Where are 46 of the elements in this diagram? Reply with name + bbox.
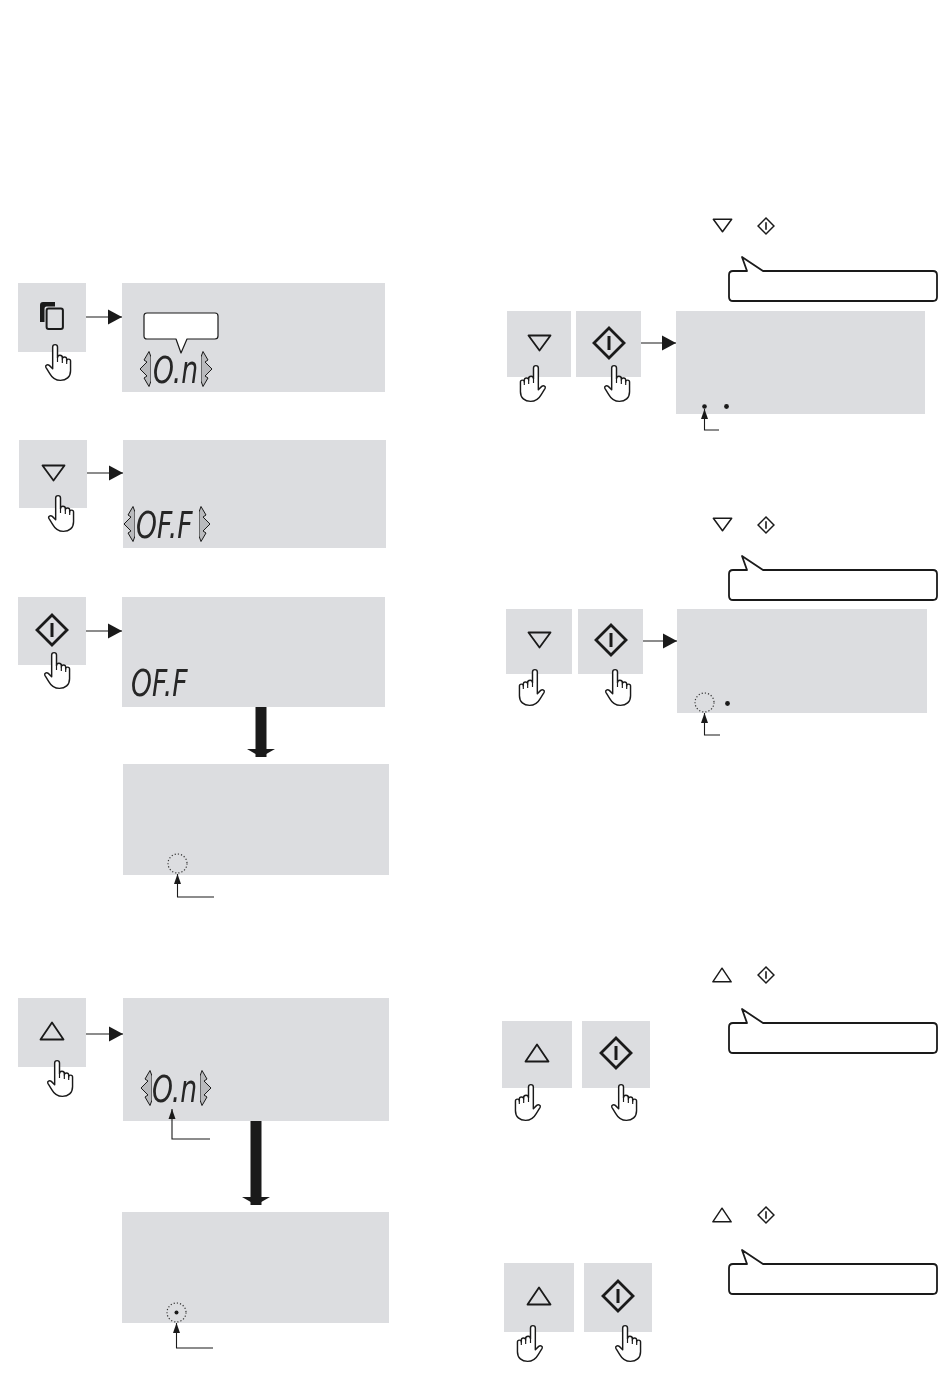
speech-bubble (143, 312, 219, 354)
display-panel (123, 764, 389, 875)
key-panel (578, 609, 643, 674)
key-panel (506, 609, 572, 674)
display-panel (676, 311, 925, 414)
leader-line (173, 1322, 214, 1349)
display-panel (677, 609, 927, 713)
display-panel (122, 283, 385, 392)
dotted-circle (167, 853, 188, 874)
leader-line (174, 873, 215, 898)
block-arrow (247, 707, 275, 757)
leader-line (701, 712, 721, 736)
key-panel (504, 1263, 574, 1332)
key-panel (19, 440, 87, 508)
key-panel (507, 311, 571, 377)
key-panel (18, 597, 86, 665)
key-panel (576, 311, 641, 377)
display-readout: O.n (153, 351, 199, 389)
display-readout: OF.F (131, 664, 188, 702)
speech-bubble (728, 1008, 938, 1054)
key-panel (584, 1263, 652, 1332)
leader-line (168, 1108, 211, 1140)
speech-bubble (728, 256, 938, 302)
display-readout: OF.F (136, 506, 193, 544)
arrow (640, 335, 677, 351)
key-panel (582, 1021, 650, 1088)
key-panel (18, 283, 86, 352)
block-arrow (242, 1121, 270, 1205)
display-panel (122, 597, 385, 707)
display-panel (123, 440, 386, 548)
display-readout: O.n (152, 1070, 198, 1108)
leader-line (701, 408, 720, 431)
arrow (85, 1026, 124, 1042)
arrow (86, 465, 124, 481)
indicator-dot (702, 404, 707, 409)
key-panel (18, 998, 86, 1067)
dotted-circle (694, 692, 715, 713)
arrow (85, 309, 123, 325)
speech-bubble (728, 555, 938, 601)
speech-bubble (728, 1249, 938, 1295)
key-panel (502, 1021, 572, 1088)
display-panel (122, 1212, 389, 1323)
dotted-circle (166, 1302, 187, 1323)
display-panel (123, 998, 389, 1121)
arrow (85, 623, 123, 639)
arrow (642, 633, 678, 649)
